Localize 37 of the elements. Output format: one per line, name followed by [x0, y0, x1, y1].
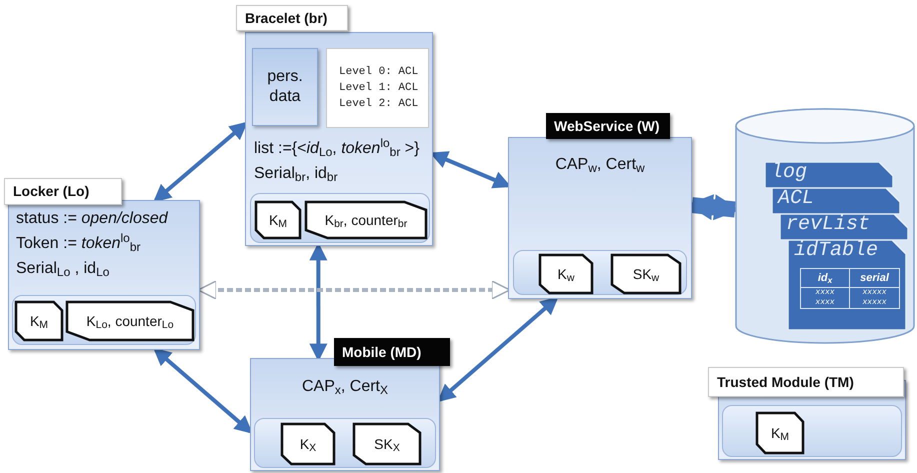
attribute-text: Serial$_{br}$, id$_{br}$ — [254, 164, 338, 185]
page-title: revList — [786, 214, 870, 236]
attribute-text: Serial$_{Lo}$ , id$_{Lo}$ — [16, 259, 110, 280]
level-text: Level 0: ACL — [339, 65, 416, 80]
key-card: K$_{Lo}$, counter$_{Lo}$ — [67, 302, 193, 340]
key-card: K$_{br}$, counter$_{br}$ — [306, 202, 426, 238]
key-card: K$_{M}$ — [757, 413, 803, 453]
page-title: log — [771, 162, 808, 184]
table-value: xxxxx — [861, 288, 888, 298]
table-value: xxxx — [801, 288, 850, 298]
column-header: serial — [850, 269, 899, 288]
data-box: pers. data — [252, 48, 318, 126]
title-tab: Mobile (MD) — [334, 338, 450, 366]
title-tab: WebService (W) — [546, 113, 670, 139]
attribute-text: list :={<id$_{Lo}$, token$^{lo}$$_{br}$ >} — [254, 138, 420, 160]
title-tab: Bracelet (br) — [236, 5, 348, 31]
table-value: xxxxx — [861, 298, 888, 308]
level-text: Level 2: ACL — [339, 97, 416, 112]
page-title: ACL — [778, 188, 814, 210]
attribute-text: CAP$_{x}$, Cert$_{X}$ — [302, 377, 388, 398]
key-card: SK$_{w}$ — [612, 255, 680, 293]
data-table-page — [765, 162, 893, 188]
level-text: Level 1: ACL — [339, 81, 416, 96]
attribute-text: CAP$_{w}$, Cert$_{w}$ — [555, 155, 645, 176]
access-level-box — [326, 48, 429, 128]
key-card: SK$_{X}$ — [354, 424, 420, 464]
table-value: xxxx — [801, 298, 850, 308]
title-tab: Trusted Module (TM) — [708, 367, 904, 397]
key-card: K$_{X}$ — [282, 424, 334, 464]
key-card: K$_{M}$ — [16, 302, 62, 340]
attribute-text: status := open/closed — [16, 209, 168, 229]
column-header: id$_{x}$ — [801, 269, 850, 288]
title-tab: Locker (Lo) — [4, 178, 122, 205]
key-card: K$_{M}$ — [256, 202, 300, 238]
key-card: K$_{w}$ — [540, 255, 592, 293]
data-table-page — [772, 188, 900, 214]
page-title: idTable — [794, 240, 878, 262]
